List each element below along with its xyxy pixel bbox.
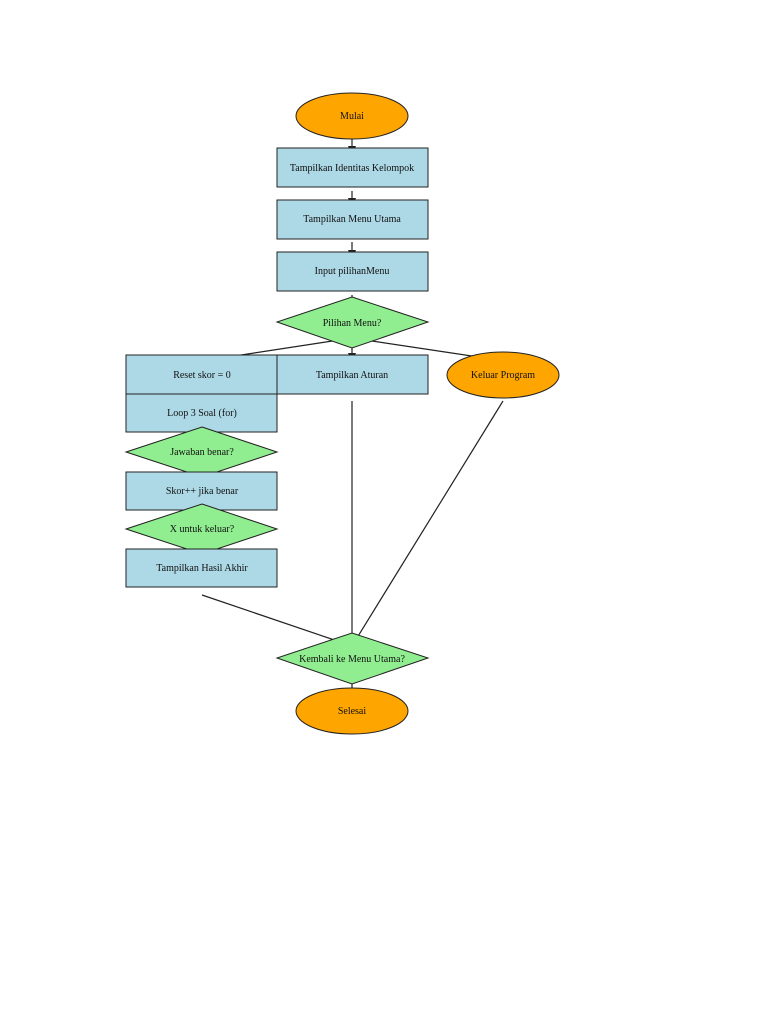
decision-x-to-exit-label: X untuk keluar? (170, 524, 235, 535)
process-question-loop-label: Loop 3 Soal (for) (167, 408, 237, 419)
end-terminal: Selesai (295, 687, 409, 735)
input-menu-choice-label: Input pilihanMenu (315, 266, 390, 277)
decision-menu-choice: Pilihan Menu? (275, 296, 430, 349)
process-show-identity: Tampilkan Identitas Kelompok (276, 147, 429, 188)
input-menu-choice: Input pilihanMenu (276, 251, 429, 292)
terminal-exit-program-ellipse (446, 351, 560, 399)
decision-menu-choice-label: Pilihan Menu? (323, 318, 382, 329)
terminal-exit-program-label: Keluar Program (471, 370, 535, 381)
decision-back-to-menu-label: Kembali ke Menu Utama? (299, 654, 405, 665)
process-show-final-result-label: Tampilkan Hasil Akhir (156, 563, 248, 574)
process-show-main-menu: Tampilkan Menu Utama (276, 199, 429, 240)
decision-back-to-menu: Kembali ke Menu Utama? (275, 632, 430, 685)
end-label: Selesai (338, 706, 367, 717)
start-label: Mulai (340, 111, 364, 122)
decision-back-to-menu-diamond (275, 632, 430, 685)
process-show-identity-label: Tampilkan Identitas Kelompok (290, 163, 414, 174)
process-reset-score-box (125, 354, 278, 395)
input-menu-choice-box (276, 251, 429, 292)
process-question-loop: Loop 3 Soal (for) (125, 393, 278, 433)
line-hasil-to-kembali (201, 594, 353, 647)
process-show-main-menu-label: Tampilkan Menu Utama (303, 214, 401, 225)
process-increment-score-box (125, 471, 278, 511)
start-ellipse (295, 92, 409, 140)
process-increment-score-label: Skor++ jika benar (166, 486, 239, 497)
process-reset-score-label: Reset skor = 0 (173, 370, 231, 381)
start-terminal: Mulai (295, 92, 409, 140)
decision-menu-choice-diamond (275, 296, 430, 349)
process-show-final-result: Tampilkan Hasil Akhir (125, 548, 278, 588)
process-increment-score: Skor++ jika benar (125, 471, 278, 511)
process-show-main-menu-box (276, 199, 429, 240)
process-show-identity-box (276, 147, 429, 188)
process-show-rules-box (276, 354, 429, 395)
process-show-rules-label: Tampilkan Aturan (316, 370, 388, 381)
decision-answer-correct-label: Jawaban benar? (170, 447, 234, 458)
decision-answer-correct: Jawaban benar? (124, 426, 279, 478)
process-reset-score: Reset skor = 0 (125, 354, 278, 395)
terminal-exit-program: Keluar Program (446, 351, 560, 399)
process-show-final-result-box (125, 548, 278, 588)
end-ellipse (295, 687, 409, 735)
decision-x-to-exit: X untuk keluar? (124, 503, 279, 555)
line-keluar-to-kembali (351, 400, 504, 647)
process-show-rules: Tampilkan Aturan (276, 354, 429, 395)
